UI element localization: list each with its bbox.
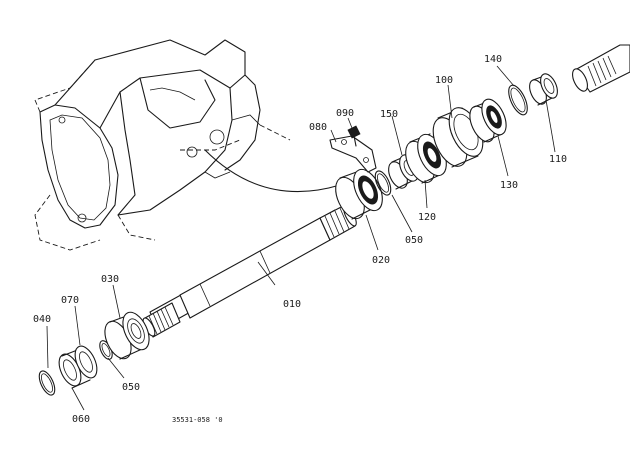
bolt-090 <box>347 125 361 147</box>
bearing-030 <box>104 311 150 360</box>
label-010: 010 <box>283 299 301 310</box>
snap-ring-040 <box>38 370 56 396</box>
drawing-code: 35531-058 '0 <box>172 416 223 424</box>
gear-hub-130 <box>469 98 507 143</box>
label-060: 060 <box>72 414 90 425</box>
label-040: 040 <box>33 314 51 325</box>
label-120: 120 <box>418 212 436 223</box>
leader-lines <box>46 65 556 411</box>
snap-ring-140 <box>508 84 528 116</box>
label-130: 130 <box>500 180 518 191</box>
transmission-housing <box>34 39 341 251</box>
main-shaft-010 <box>142 204 357 338</box>
label-050-upper: 050 <box>405 235 423 246</box>
label-140: 140 <box>484 54 502 65</box>
label-070: 070 <box>61 295 79 306</box>
label-110: 110 <box>549 154 567 165</box>
label-090: 090 <box>336 108 354 119</box>
bracket-plate-080 <box>329 135 377 173</box>
label-100: 100 <box>435 75 453 86</box>
snap-ring-050-upper <box>374 170 392 196</box>
bushing-110 <box>529 73 558 106</box>
collar-060 <box>58 345 98 389</box>
label-020: 020 <box>372 255 390 266</box>
label-080: 080 <box>309 122 327 133</box>
label-150: 150 <box>380 109 398 120</box>
label-050-lower: 050 <box>122 382 140 393</box>
label-030: 030 <box>101 274 119 285</box>
rear-shaft-stub <box>572 44 630 93</box>
